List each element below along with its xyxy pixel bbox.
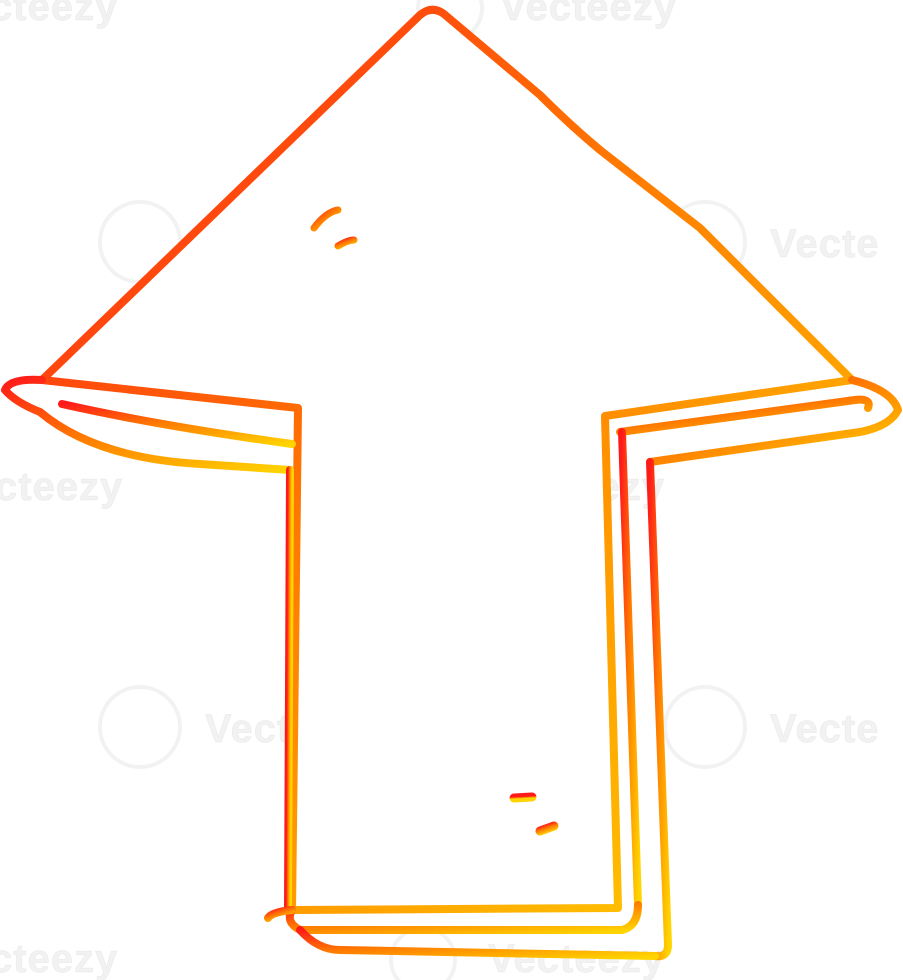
svg-text:cteezy: cteezy: [0, 937, 118, 980]
highlight-mark-top-1: [310, 206, 342, 232]
bottom-inner-line: [285, 901, 642, 934]
arrow-body-outline: [38, 5, 856, 914]
right-shaft-outer-line: [646, 458, 672, 961]
bottom-left-curl: [264, 906, 296, 922]
highlight-mark-bottom-2: [535, 821, 559, 836]
highlight-mark-top-2: [334, 236, 358, 250]
svg-text:Vecte: Vecte: [770, 222, 880, 266]
right-wing-edge: [646, 376, 902, 466]
highlight-mark-bottom-1: [509, 792, 537, 803]
left-shaft-edge: [284, 466, 294, 912]
watermark-top: Vecteezy cteezy: [0, 0, 677, 42]
left-wing-edge: [1, 375, 294, 474]
svg-text:Vecte: Vecte: [770, 707, 880, 751]
svg-text:cteezy: cteezy: [0, 465, 123, 509]
vecteezy-logo-icon: [663, 685, 747, 769]
bottom-outer-line: [296, 926, 659, 960]
svg-text:cteezy: cteezy: [0, 0, 118, 29]
right-shaft-inner-line: [618, 428, 642, 909]
up-arrow-icon: [1, 5, 902, 961]
vecteezy-logo-icon: [98, 685, 182, 769]
right-wing-inner-line: [616, 395, 873, 436]
svg-text:Vecteezy: Vecteezy: [500, 0, 677, 29]
left-wing-inner-line: [58, 400, 296, 448]
